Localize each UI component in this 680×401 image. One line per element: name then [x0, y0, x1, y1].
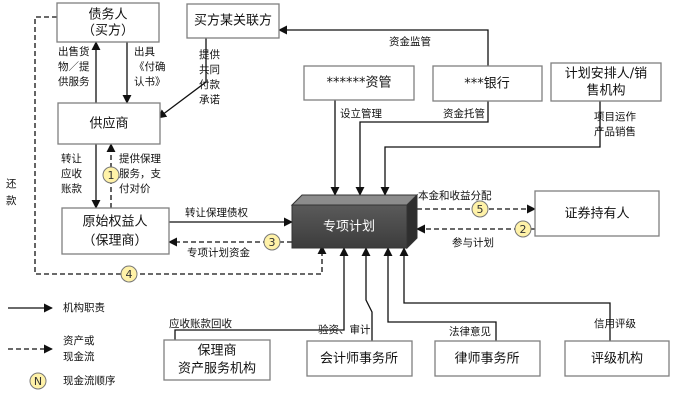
credit-rating-label: 信用评级 — [594, 318, 636, 330]
supplier-box: 供应商 — [57, 102, 161, 145]
planner-label-2: 售机构 — [586, 83, 625, 99]
issue-confirm-label-3: 认书》 — [134, 75, 166, 88]
fund-supervision-label: 资金监管 — [389, 35, 431, 48]
asset-manager-label: ******资管 — [326, 76, 391, 91]
legend-duty-label: 机构职责 — [63, 301, 105, 314]
planner-label-1: 计划安排人/销 — [565, 67, 647, 82]
arrow-receivable-collection — [174, 247, 349, 340]
planner-box: 计划安排人/销 售机构 — [550, 62, 662, 102]
project-ops-label-1: 项目运作 — [594, 111, 636, 123]
step-marker-2: 2 — [514, 220, 532, 238]
arrow-legal-opinion — [383, 247, 497, 341]
accounting-box: 会计师事务所 — [306, 340, 413, 377]
debtor-label-1: 债务人 — [88, 7, 127, 23]
provide-factoring-label-3: 付对价 — [119, 182, 151, 195]
holders-label: 证券持有人 — [564, 206, 629, 222]
repay-label-1: 还 — [6, 178, 17, 190]
transfer-debt-label: 转让保理债权 — [185, 206, 248, 219]
legend-asset-flow-label-1: 资产或 — [63, 334, 95, 347]
svg-text:1: 1 — [108, 169, 115, 182]
joint-payment-label-4: 承诺 — [199, 94, 220, 106]
holders-box: 证券持有人 — [534, 190, 660, 237]
issue-confirm-label-2: 《付确 — [134, 60, 166, 73]
legal-opinion-label: 法律意见 — [449, 325, 491, 338]
originator-box: 原始权益人 （保理商） — [61, 207, 170, 255]
law-label: 律师事务所 — [454, 351, 519, 367]
servicer-label-2: 资产服务机构 — [178, 361, 256, 377]
verify-audit-label: 验资、审计 — [318, 323, 371, 336]
legend-asset-flow-label-2: 现金流 — [63, 350, 95, 363]
principal-income-label: 本金和收益分配 — [418, 189, 492, 202]
project-ops-label-2: 产品销售 — [594, 125, 636, 138]
svg-text:4: 4 — [126, 268, 133, 281]
transfer-receivable-label-1: 转让 — [61, 152, 82, 165]
arrow-joint-payment — [157, 38, 207, 119]
buyer-affiliate-label: 买方某关联方 — [194, 13, 272, 29]
repay-label-2: 款 — [6, 194, 17, 207]
servicer-box: 保理商 资产服务机构 — [163, 339, 271, 381]
rating-label: 评级机构 — [591, 352, 643, 367]
transfer-receivable-label-2: 应收 — [61, 167, 82, 180]
joint-payment-label-1: 提供 — [199, 48, 220, 61]
arrow-fund-supervision — [278, 25, 489, 66]
sell-goods-label-3: 供服务 — [58, 75, 90, 88]
buyer-affiliate-box: 买方某关联方 — [186, 3, 280, 39]
joint-payment-label-3: 付款 — [199, 78, 220, 91]
servicer-label-1: 保理商 — [197, 344, 236, 359]
issue-confirm-label-1: 出具 — [134, 45, 155, 58]
provide-factoring-label-1: 提供保理 — [119, 152, 161, 165]
joint-payment-label-2: 共同 — [199, 64, 220, 76]
bank-label: ***银行 — [464, 77, 510, 92]
arrow-fund-custody — [355, 101, 489, 196]
originator-label-1: 原始权益人 — [82, 214, 147, 230]
step-marker-1: 1 — [102, 166, 120, 184]
step-marker-3: 3 — [263, 233, 281, 251]
bank-box: ***银行 — [432, 65, 543, 102]
step-marker-5: 5 — [471, 200, 489, 218]
receivable-collection-label: 应收账款回收 — [169, 317, 232, 330]
svg-text:3: 3 — [269, 236, 276, 249]
legend-order-marker — [29, 372, 47, 390]
provide-factoring-label-2: 服务，支 — [119, 167, 161, 180]
svg-text:2: 2 — [520, 223, 527, 236]
accounting-label: 会计师事务所 — [320, 351, 398, 367]
arrow-verify-audit — [361, 247, 373, 341]
asset-manager-box: ******资管 — [303, 65, 415, 101]
plan-funds-label: 专项计划资金 — [187, 246, 250, 259]
rating-box: 评级机构 — [564, 340, 670, 377]
setup-manage-label: 设立管理 — [340, 107, 382, 120]
arrow-project-ops — [380, 101, 601, 196]
supplier-label: 供应商 — [89, 116, 128, 132]
sell-goods-label-1: 出售货 — [58, 45, 90, 58]
legend-order-symbol: N — [34, 375, 42, 388]
participate-label: 参与计划 — [452, 236, 494, 249]
debtor-box: 债务人 （买方） — [56, 2, 160, 43]
step-marker-4: 4 — [120, 265, 138, 283]
fund-custody-label: 资金托管 — [443, 107, 485, 120]
sell-goods-label-2: 物／提 — [58, 60, 90, 73]
originator-label-2: （保理商） — [82, 234, 147, 249]
law-box: 律师事务所 — [434, 340, 541, 377]
special-plan-box: 专项计划 — [290, 193, 419, 250]
legend-order-label: 现金流顺序 — [63, 374, 116, 387]
special-plan-label: 专项计划 — [323, 220, 375, 235]
debtor-label-2: （买方） — [82, 23, 134, 39]
arrow-credit-rating — [399, 247, 611, 341]
transfer-receivable-label-3: 账款 — [61, 182, 82, 195]
svg-text:5: 5 — [477, 203, 484, 216]
legend: 机构职责 资产或 现金流 N 现金流顺序 — [8, 301, 116, 390]
